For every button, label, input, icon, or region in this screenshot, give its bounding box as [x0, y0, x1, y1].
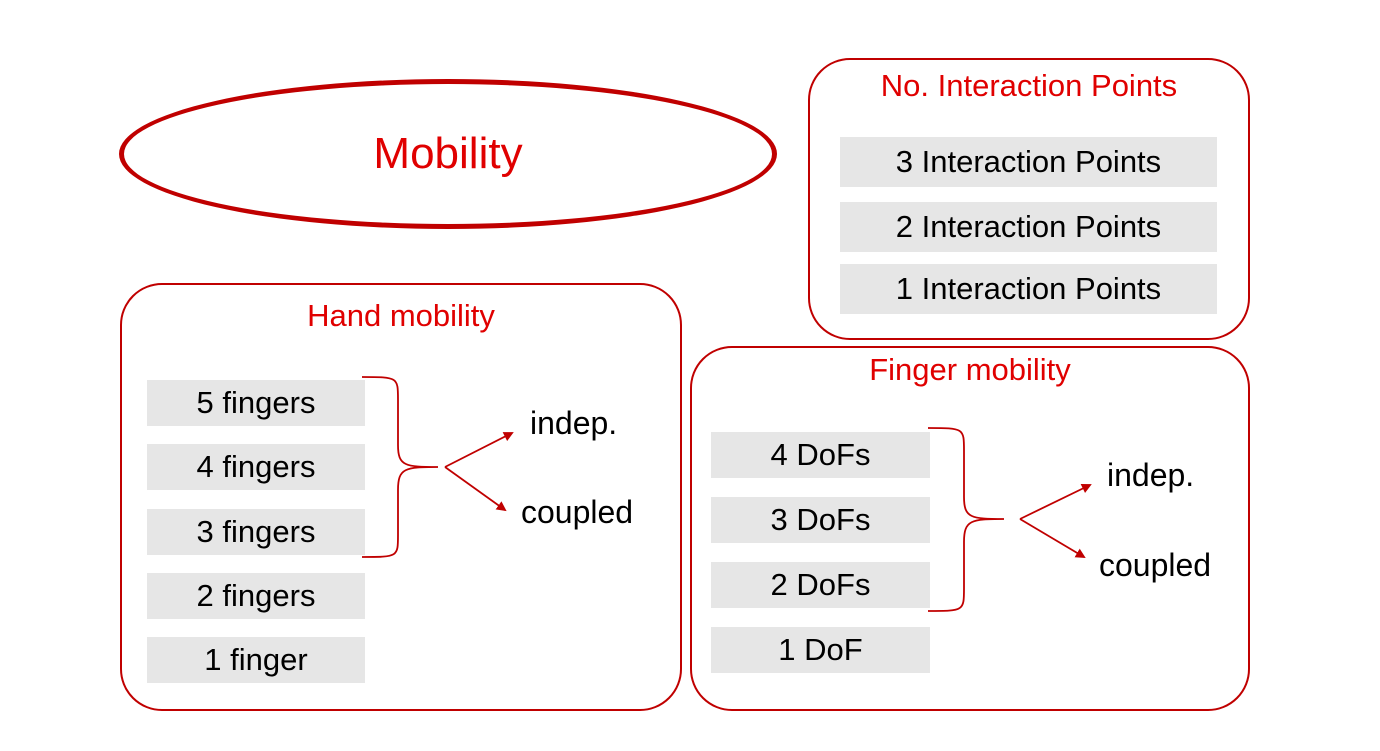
- finger-branch-coupled-label: coupled: [1099, 547, 1212, 583]
- diagram-title: Mobility: [373, 129, 523, 178]
- interaction-item-1: 1 Interaction Points: [840, 264, 1217, 314]
- finger-item-3-dofs: 3 DoFs: [711, 497, 930, 543]
- finger-arrow-coupled: [1019, 518, 1086, 559]
- hand-brace: [361, 376, 439, 558]
- finger-item-4-dofs: 4 DoFs: [711, 432, 930, 478]
- finger-item-1-dof: 1 DoF: [711, 627, 930, 673]
- finger-brace: [927, 427, 1005, 612]
- hand-mobility-panel: [120, 283, 682, 711]
- hand-item-4-fingers: 4 fingers: [147, 444, 365, 490]
- hand-item-1-finger: 1 finger: [147, 637, 365, 683]
- hand-branch-indep-label: indep.: [530, 405, 618, 441]
- hand-arrow-coupled: [444, 466, 507, 512]
- hand-item-5-fingers: 5 fingers: [147, 380, 365, 426]
- finger-item-2-dofs: 2 DoFs: [711, 562, 930, 608]
- hand-branch-coupled-label: coupled: [521, 494, 634, 530]
- interaction-points-panel: [808, 58, 1250, 340]
- interaction-item-2: 2 Interaction Points: [840, 202, 1217, 252]
- hand-item-2-fingers: 2 fingers: [147, 573, 365, 619]
- hand-mobility-title: Hand mobility: [307, 298, 495, 333]
- finger-mobility-panel: [690, 346, 1250, 711]
- finger-arrow-indep: [1019, 483, 1092, 520]
- mobility-ellipse: Mobility: [119, 79, 777, 229]
- finger-branch-indep-label: indep.: [1107, 457, 1195, 493]
- interaction-points-title: No. Interaction Points: [880, 68, 1178, 103]
- finger-mobility-title: Finger mobility: [869, 352, 1071, 387]
- interaction-item-3: 3 Interaction Points: [840, 137, 1217, 187]
- hand-arrow-indep: [444, 432, 514, 468]
- hand-item-3-fingers: 3 fingers: [147, 509, 365, 555]
